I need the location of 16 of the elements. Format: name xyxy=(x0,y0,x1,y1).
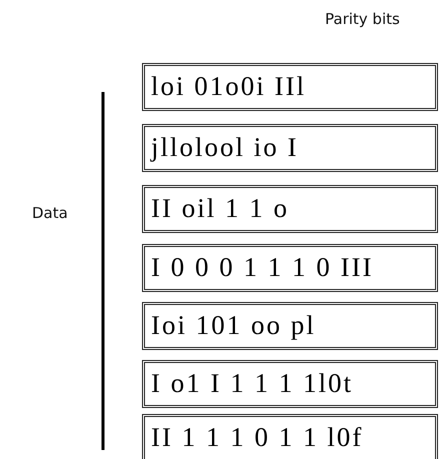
bit-row-text: II oil 1 1 o xyxy=(151,193,289,223)
column-heading: Parity bits xyxy=(325,10,400,28)
bit-row-text: I o1 I 1 1 1 1l0t xyxy=(151,368,353,398)
bit-row-box xyxy=(142,360,438,408)
bit-row-text: II 1 1 1 0 1 1 l0f xyxy=(151,422,364,452)
row-group-label: Data xyxy=(32,204,68,222)
bit-row-text: I 0 0 0 1 1 1 0 III xyxy=(151,252,374,282)
bit-row-box xyxy=(142,414,438,459)
bit-row-box xyxy=(142,124,438,172)
bit-row-text: Ioi 101 oo pl xyxy=(151,310,316,340)
bit-row-box xyxy=(142,63,438,111)
bit-row-box xyxy=(142,302,438,350)
bit-row-text: jllolool io I xyxy=(151,132,298,162)
bit-row-text: loi 01o0i IIl xyxy=(151,71,306,101)
bit-row-box xyxy=(142,244,438,292)
bit-row-box xyxy=(142,185,438,233)
